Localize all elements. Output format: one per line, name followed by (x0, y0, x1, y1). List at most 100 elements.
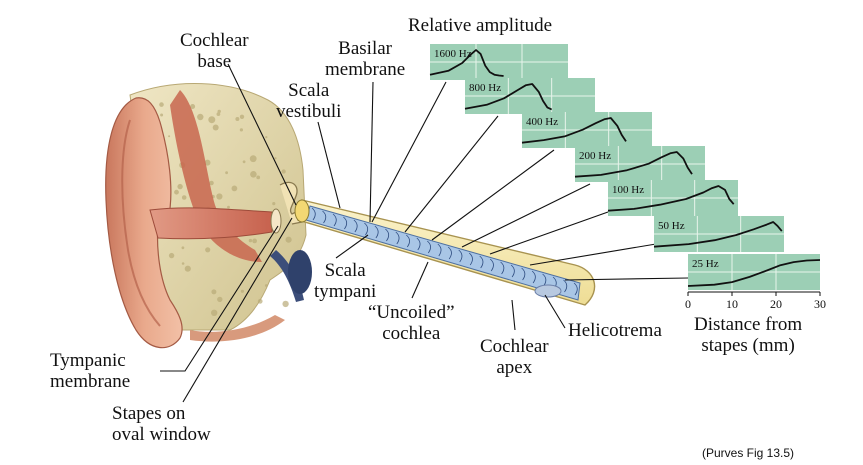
response-curve (574, 151, 693, 178)
response-curve (653, 221, 783, 248)
membrane-stripe (322, 210, 327, 224)
bone-speck (160, 113, 164, 117)
bone-speck (174, 189, 179, 195)
membrane-stripe (353, 219, 358, 233)
pinna-fold (121, 119, 161, 327)
label-scala-tympani: Scala tympani (314, 260, 376, 302)
label-distance-line1: Distance from (694, 314, 803, 335)
membrane-stripe (374, 225, 379, 239)
bone-speck (252, 238, 257, 244)
panel-frequency-label: 25 Hz (692, 258, 719, 270)
membrane-stripe (468, 252, 473, 266)
bone-speck (168, 252, 175, 259)
membrane-stripe (311, 207, 316, 221)
membrane-stripe (458, 249, 463, 263)
label-cochlear-base: Cochlear base (180, 30, 249, 72)
bone-speck (181, 246, 185, 250)
label-basilar-membrane-line2: membrane (325, 59, 406, 80)
label-basilar-membrane-line1: Basilar (338, 38, 392, 59)
bone-speck (211, 289, 217, 295)
bone-speck (212, 124, 219, 131)
panel-frequency-label: 800 Hz (469, 82, 501, 94)
label-distance-axis: Distance from stapes (mm) (694, 314, 802, 356)
leader-basilar-membrane (369, 81, 374, 223)
bone-speck (205, 247, 211, 253)
axis-tick-label: 20 (770, 297, 782, 311)
bone-speck (250, 171, 257, 178)
ear-canal (149, 207, 273, 240)
bone-speck (281, 169, 286, 174)
membrane-stripe (406, 234, 410, 248)
membrane-stripe (343, 216, 348, 230)
leader-tympanic-membrane (160, 225, 279, 372)
bone-speck (159, 102, 164, 107)
bone-speck (197, 113, 204, 121)
membrane-stripe (385, 228, 390, 242)
membrane-stripe (521, 267, 526, 281)
membrane-stripe (531, 270, 536, 284)
bone-speck (217, 296, 223, 303)
inner-ear-vessel (288, 250, 312, 294)
panel-100-hz: 100 Hz (607, 180, 738, 216)
basilar-membrane-stripes (311, 207, 578, 296)
label-cochlear-apex-line2: apex (496, 357, 533, 378)
bone-speck (227, 205, 230, 209)
leader-panel-800 (404, 115, 499, 233)
panel-frequency-label: 1600 Hz (434, 48, 472, 60)
membrane-stripe (500, 261, 505, 275)
leader-lines (160, 63, 689, 403)
citation: (Purves Fig 13.5) (702, 446, 795, 460)
membrane-stripe (437, 243, 442, 257)
panel-50-hz: 50 Hz (653, 216, 784, 252)
membrane-stripe (479, 255, 484, 269)
bone-speck (209, 180, 214, 186)
leader-panel-100 (489, 211, 609, 255)
panel-25-hz: 25 Hz (687, 254, 821, 290)
label-uncoiled-cochlea-line2: cochlea (382, 323, 441, 344)
membrane-stripe (510, 264, 515, 278)
leader-cochlear-apex (511, 299, 516, 331)
panel-frequency-label: 50 Hz (658, 220, 685, 232)
leader-stapes (182, 217, 293, 403)
label-distance-line2: stapes (mm) (701, 335, 795, 356)
bone-speck (204, 159, 211, 166)
panel-frequency-label: 100 Hz (612, 184, 644, 196)
label-basilar-membrane: Basilar membrane (325, 38, 405, 80)
panel-frequency-label: 400 Hz (526, 116, 558, 128)
chart-title: Relative amplitude (408, 15, 553, 36)
bone-speck (181, 262, 185, 265)
helicotrema-shape (534, 284, 562, 298)
label-stapes: Stapes on oval window (112, 403, 211, 445)
leader-panel-1600 (371, 81, 447, 223)
leader-scala-vestibuli (317, 121, 341, 209)
label-cochlear-apex: Cochlear apex (480, 336, 549, 378)
membrane-stripe (427, 240, 431, 254)
bone-speck (211, 309, 218, 316)
label-stapes-line2: oval window (112, 424, 211, 445)
ear-anatomy (105, 83, 312, 349)
label-stapes-line1: Stapes on (112, 403, 186, 424)
bone-speck (216, 112, 221, 116)
leader-panel-25 (564, 277, 689, 281)
bone-speck (181, 195, 187, 200)
label-uncoiled-cochlea-line1: “Uncoiled” (368, 302, 455, 323)
label-scala-tympani-line2: tympani (314, 281, 377, 302)
bone-speck (265, 136, 268, 139)
tympanic-membrane-shape (270, 208, 282, 234)
response-curve (521, 117, 627, 144)
label-cochlear-apex-line1: Cochlear (480, 336, 549, 357)
bone-speck (242, 160, 246, 164)
oval-window (294, 199, 310, 223)
bone-speck (184, 265, 191, 272)
bone-speck (235, 117, 240, 121)
response-curve (429, 49, 504, 77)
membrane-stripe (489, 258, 494, 272)
label-cochlear-base-line2: base (197, 51, 232, 72)
membrane-stripe (563, 279, 568, 293)
bone-speck (264, 284, 268, 287)
response-curve (687, 259, 821, 287)
membrane-stripe (573, 282, 578, 296)
uncoiled-cochlea (294, 199, 596, 306)
